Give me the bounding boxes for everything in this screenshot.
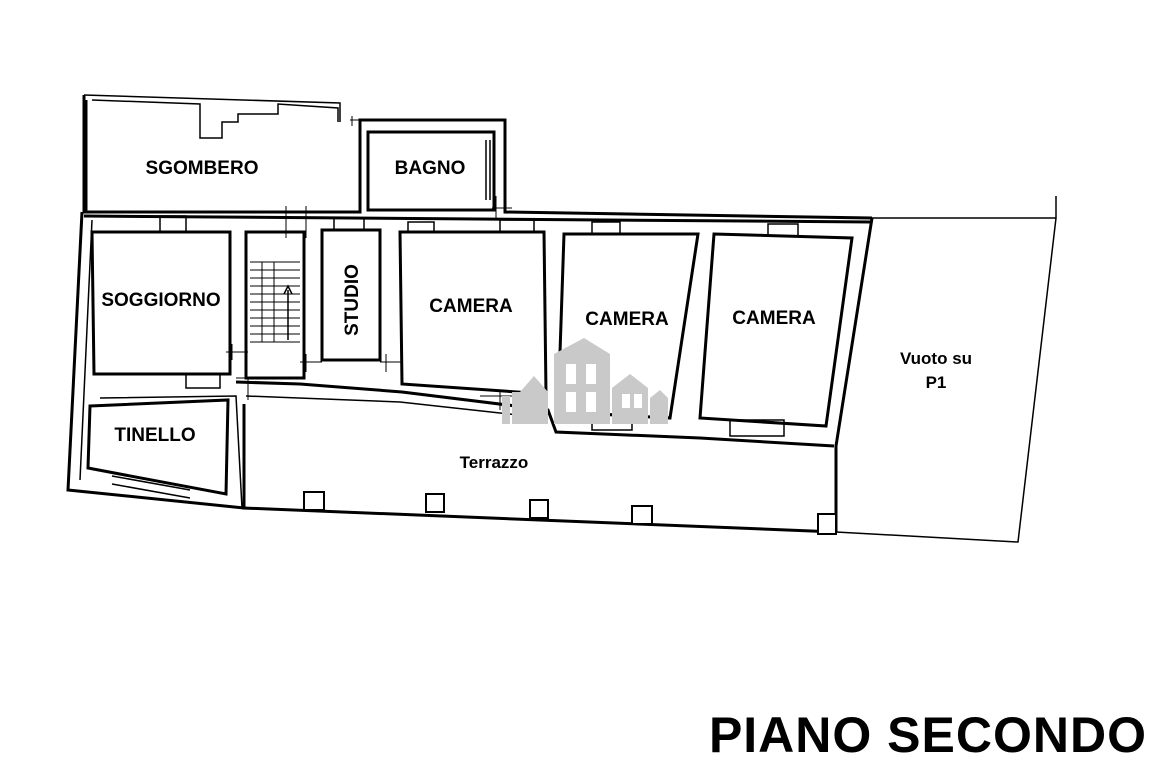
tinello-outer bbox=[99, 395, 243, 509]
bagno-window bbox=[485, 140, 491, 200]
room-label-soggiorno: SOGGIORNO bbox=[101, 290, 220, 311]
camera-2-window bbox=[591, 221, 621, 235]
rooms-bottom-wall-inner bbox=[245, 395, 547, 419]
terrazzo-pillars bbox=[303, 491, 837, 535]
room-label-camera-2: CAMERA bbox=[585, 309, 669, 330]
outer-wall-left-inner bbox=[79, 219, 93, 481]
camera-3-room bbox=[698, 232, 854, 428]
room-label-camera-1: CAMERA bbox=[429, 296, 513, 317]
room-label-sgombero: SGOMBERO bbox=[146, 158, 259, 179]
studio-window bbox=[333, 217, 365, 231]
outer-wall-top bbox=[82, 95, 873, 220]
corridor-wall bbox=[83, 214, 873, 224]
camera-1-window-left bbox=[407, 221, 435, 233]
door-marks bbox=[226, 116, 520, 410]
stair-well bbox=[244, 230, 306, 380]
tinello-room bbox=[86, 398, 230, 496]
vuoto-outline bbox=[835, 196, 1057, 543]
watermark-house-icon bbox=[502, 338, 668, 424]
room-label-studio: STUDIO bbox=[342, 264, 363, 336]
outer-wall-left bbox=[66, 211, 245, 510]
area-label-terrazzo: Terrazzo bbox=[460, 453, 529, 472]
area-label-vuoto-line1: Vuoto su bbox=[900, 349, 972, 368]
sgombero-notch bbox=[91, 99, 339, 139]
camera-1-window bbox=[499, 219, 535, 233]
soggiorno-window-top bbox=[159, 215, 187, 233]
room-label-tinello: TINELLO bbox=[114, 425, 195, 446]
outer-wall-right bbox=[834, 217, 874, 532]
floor-title: PIANO SECONDO bbox=[708, 707, 1147, 763]
floor-plan: SGOMBERO BAGNO SOGGIORNO STUDIO CAMERA C… bbox=[66, 94, 1057, 543]
room-label-bagno: BAGNO bbox=[395, 158, 466, 179]
sgombero-room bbox=[84, 100, 360, 214]
camera-3-window bbox=[767, 223, 799, 237]
outer-wall-top-line bbox=[83, 94, 341, 122]
camera-3-window-bottom bbox=[729, 419, 785, 437]
stair-steps bbox=[250, 261, 300, 343]
tinello-window bbox=[111, 475, 191, 499]
area-label-vuoto-line2: P1 bbox=[926, 373, 947, 392]
bagno-room bbox=[366, 130, 496, 212]
soggiorno-window-bottom bbox=[185, 373, 221, 389]
room-label-camera-3: CAMERA bbox=[732, 308, 816, 329]
